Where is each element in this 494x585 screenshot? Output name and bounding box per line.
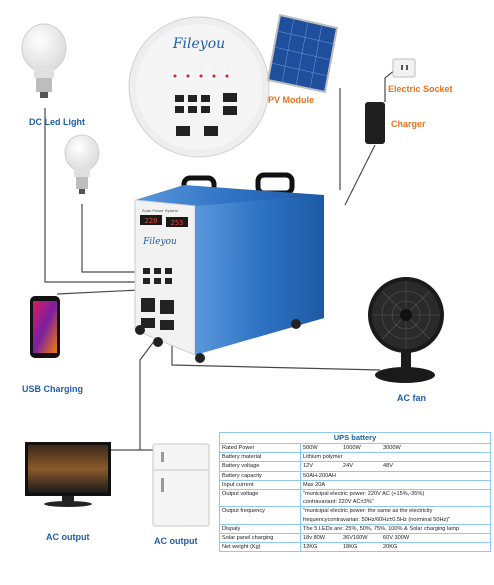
spec-row: Output voltage"municipal electric power:… — [219, 489, 491, 508]
spec-key: Net weight (Kg) — [219, 542, 301, 553]
label-ac-fan: AC fan — [397, 393, 426, 403]
spec-value-cell: 12KG — [303, 544, 318, 551]
label-pv-module: PV Module — [268, 95, 315, 105]
spec-value: 12V 24V 48V — [300, 461, 491, 472]
spec-key: Output voltage — [219, 489, 301, 508]
spec-value-line: "municipal electric power: 220V AC (+15%… — [303, 491, 425, 498]
spec-key: Dispaly — [219, 523, 301, 535]
spec-value: 50AH-200AH — [300, 470, 491, 481]
pv-module — [266, 13, 339, 94]
front-brand-text: Solar Power System — [142, 208, 179, 213]
spec-value-columns: 12V 24V 48V — [303, 462, 488, 470]
label-charger: Charger — [391, 119, 426, 129]
label-ac-output-tv: AC output — [46, 532, 90, 542]
spec-key: Rated Power — [219, 442, 301, 454]
led-bulb-large — [21, 23, 67, 98]
spec-value: Max 20A — [300, 479, 491, 491]
front-logo: Fileyou — [142, 237, 177, 247]
spec-key: Battery voltage — [219, 461, 301, 472]
ups-cabinet: 220 253 Solar Power System Fileyou — [134, 172, 324, 363]
spec-value-cell: 18KG — [343, 544, 358, 551]
spec-key: Battery capacity — [219, 470, 301, 481]
spec-value-cell: 24V — [343, 463, 353, 470]
led-bulb-small — [64, 134, 100, 194]
smartphone — [30, 296, 60, 358]
spec-key: Input current — [219, 479, 301, 491]
wires — [44, 69, 396, 451]
spec-value-cell: 12V — [303, 463, 313, 470]
spec-value: The 5 LEDs are: 25%, 50%, 75%, 100% & So… — [300, 523, 491, 535]
spec-value-cell: 48V — [383, 463, 393, 470]
ac-fan — [368, 277, 444, 383]
control-panel-zoom: Fileyou — [128, 16, 270, 158]
label-usb-charging: USB Charging — [22, 384, 84, 394]
refrigerator — [152, 443, 210, 527]
spec-row: Output frequency"municipal electric powe… — [219, 506, 491, 525]
spec-value: Lithium polymer — [300, 452, 491, 463]
spec-value-line: contravariant: 220V AC±3%" — [303, 499, 374, 506]
spec-value-cell: 36V160W — [343, 535, 368, 542]
label-dc-led-light: DC Led Light — [29, 117, 85, 127]
display-right-value: 253 — [171, 219, 184, 227]
spec-value-cell: 1000W — [343, 445, 361, 451]
spec-value-columns: 18v 80W 36V160W 60V 300W — [303, 534, 488, 542]
spec-row: Net weight (Kg)12KG 18KG 20KG — [219, 542, 491, 553]
spec-value-cell: 3000W — [383, 445, 401, 451]
label-electric-socket: Electric Socket — [388, 84, 453, 94]
spec-key: Solar panel charging — [219, 533, 301, 544]
spec-key: Output frequency — [219, 506, 301, 525]
television — [25, 442, 111, 507]
spec-value-cell: 500W — [303, 445, 318, 451]
table-title: UPS battery — [219, 432, 491, 444]
spec-value-cell: 60V 300W — [383, 535, 410, 542]
spec-value: "municipal electric power: 220V AC (+15%… — [300, 489, 491, 508]
spec-value-columns: 12KG 18KG 20KG — [303, 543, 488, 551]
spec-value-columns: 500W 1000W 3000W — [303, 444, 488, 452]
spec-value-line: frequencycontravarian: 50Hz/60Hz±0.5Hz (… — [303, 516, 451, 523]
spec-value: 12KG 18KG 20KG — [300, 542, 491, 553]
display-left-value: 220 — [145, 217, 158, 225]
spec-value: 500W 1000W 3000W — [300, 442, 491, 454]
spec-value: 18v 80W 36V160W 60V 300W — [300, 533, 491, 544]
spec-value-cell: 18v 80W — [303, 535, 326, 542]
panel-brand: Fileyou — [172, 36, 225, 52]
spec-value: "municipal electric power: the same as t… — [300, 506, 491, 525]
spec-key: Battery material — [219, 452, 301, 463]
electric-socket — [392, 58, 416, 78]
spec-value-line: "municipal electric power: the same as t… — [303, 508, 433, 515]
label-ac-output-fridge: AC output — [154, 536, 198, 546]
spec-value-cell: 20KG — [383, 544, 398, 551]
charger — [365, 102, 385, 144]
